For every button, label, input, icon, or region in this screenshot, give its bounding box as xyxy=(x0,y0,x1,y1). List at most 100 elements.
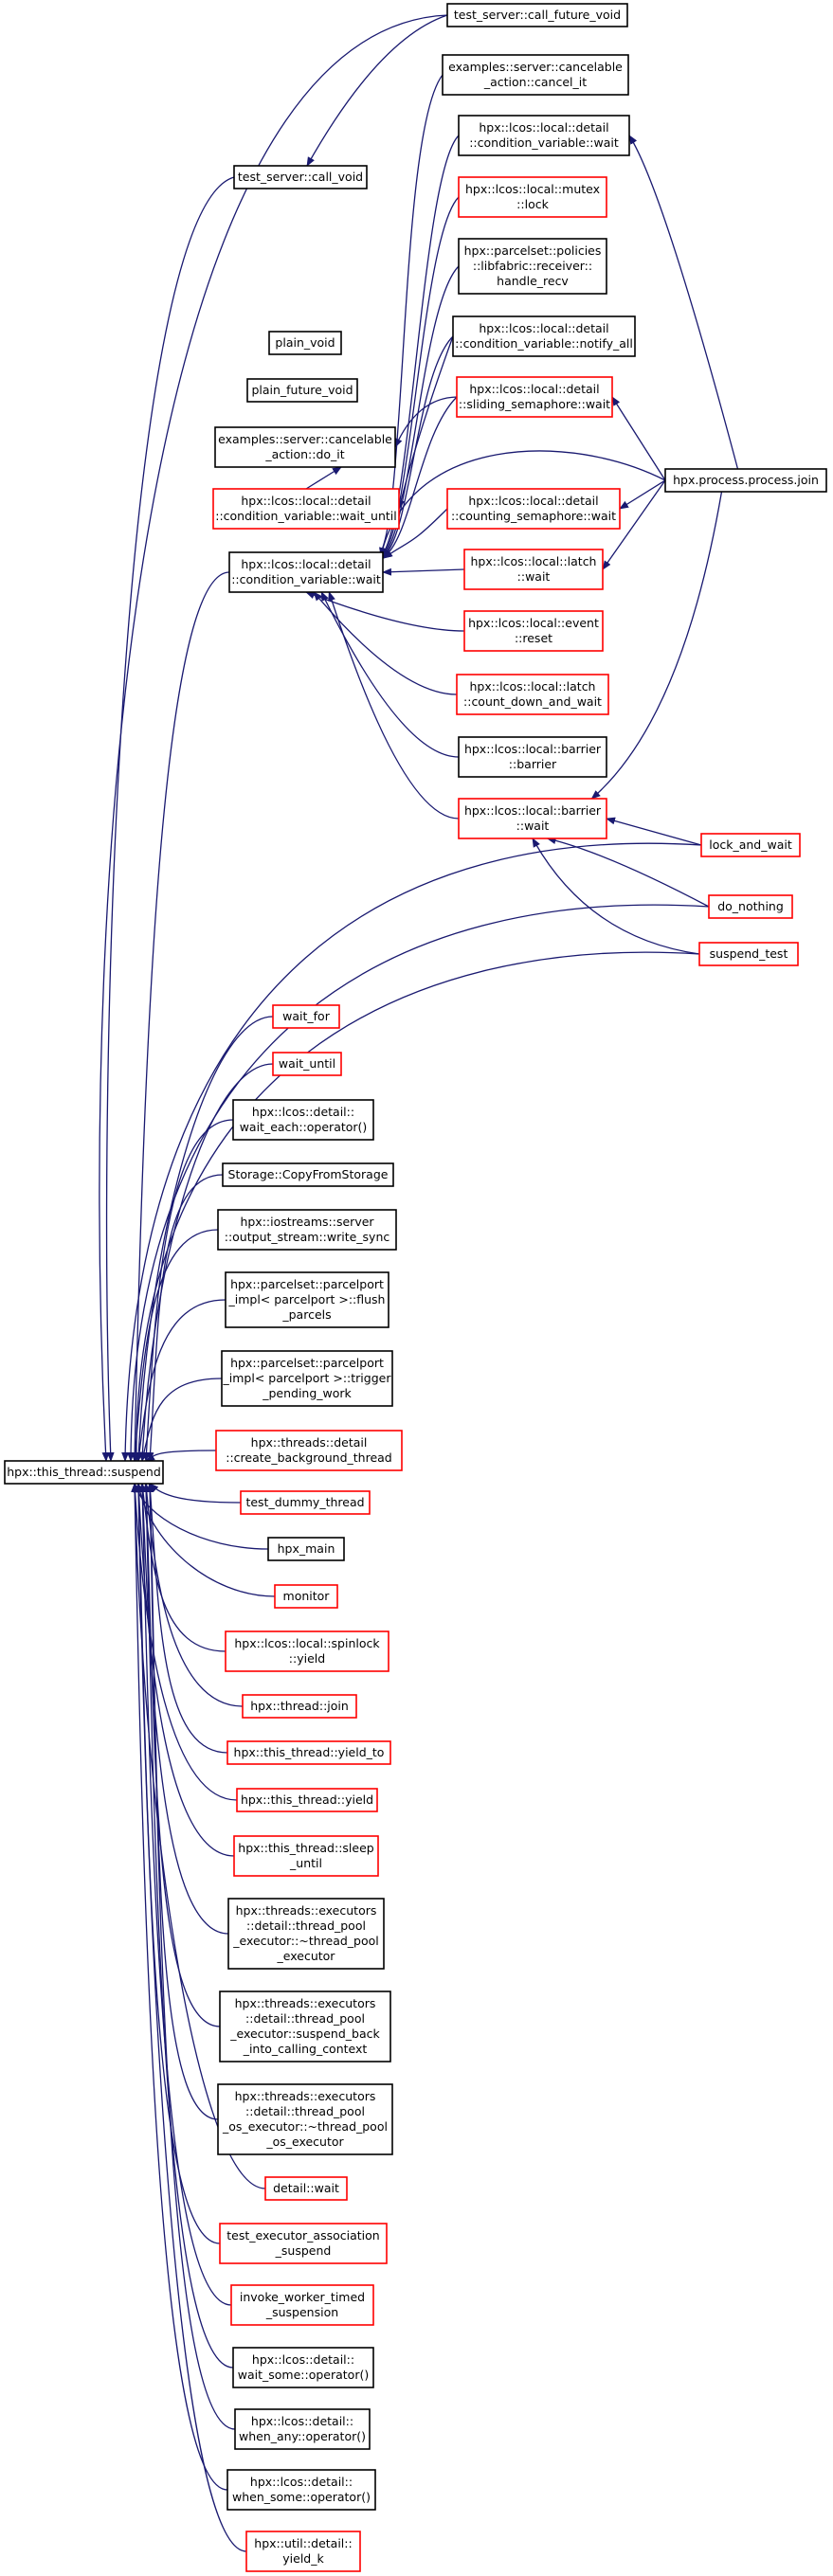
node-process-join[interactable]: hpx.process.process.join xyxy=(664,468,827,493)
node-spinlock-yield[interactable]: hpx::lcos::local::spinlock::yield xyxy=(225,1630,389,1672)
node-trigger-pending-work[interactable]: hpx::parcelset::parcelport_impl< parcelp… xyxy=(221,1350,393,1407)
node-monitor[interactable]: monitor xyxy=(274,1584,338,1609)
node-yield-k[interactable]: hpx::util::detail::yield_k xyxy=(245,2531,361,2572)
edge-trigger_pending_work-to-suspend xyxy=(140,1378,223,1462)
node-write-sync[interactable]: hpx::iostreams::server::output_stream::w… xyxy=(217,1209,397,1251)
node-yield[interactable]: hpx::this_thread::yield xyxy=(236,1788,378,1812)
node-call-void[interactable]: test_server::call_void xyxy=(233,165,368,189)
node-thread-join[interactable]: hpx::thread::join xyxy=(242,1694,357,1719)
node-label-line: wait_each::operator() xyxy=(240,1120,368,1134)
node-label-line: ::detail::thread_pool xyxy=(246,1918,366,1933)
node-yield-to[interactable]: hpx::this_thread::yield_to xyxy=(226,1740,391,1765)
edge-lock_and_wait-to-suspend xyxy=(121,842,702,1462)
node-barrier-wait[interactable]: hpx::lcos::local::barrier::wait xyxy=(458,798,607,839)
node-sleep-until[interactable]: hpx::this_thread::sleep_until xyxy=(233,1835,379,1877)
node-test-dummy-thread[interactable]: test_dummy_thread xyxy=(240,1490,371,1515)
node-label-line: wait_for xyxy=(282,1009,331,1023)
node-plain-future-void[interactable]: plain_future_void xyxy=(246,378,358,403)
node-cancel-it[interactable]: examples::server::cancelable_action::can… xyxy=(442,54,629,96)
node-sliding-semaphore-wait[interactable]: hpx::lcos::local::detail::sliding_semaph… xyxy=(456,376,613,418)
edge-handle_recv-to-cv-wait xyxy=(380,265,460,559)
node-tp-executor-dtor[interactable]: hpx::threads::executors::detail::thread_… xyxy=(227,1898,385,1970)
node-barrier-barrier[interactable]: hpx::lcos::local::barrier::barrier xyxy=(458,736,607,778)
edge-wait_each-to-suspend xyxy=(142,1119,234,1462)
node-box xyxy=(456,674,609,715)
node-copy-from-storage[interactable]: Storage::CopyFromStorage xyxy=(222,1162,394,1187)
node-event-reset[interactable]: hpx::lcos::local::event::reset xyxy=(463,610,604,652)
node-label-line: ::condition_variable::notify_all xyxy=(455,336,633,351)
node-label-line: _into_calling_context xyxy=(243,2042,368,2056)
node-box xyxy=(214,426,396,468)
node-box xyxy=(225,1271,389,1328)
node-lock-and-wait[interactable]: lock_and_wait xyxy=(700,833,801,857)
edge-wait-until-cv-to-do-it xyxy=(305,466,342,490)
node-label-line: when_any::operator() xyxy=(239,2429,366,2443)
node-box xyxy=(463,549,604,590)
node-when-some[interactable]: hpx::lcos::detail::when_some::operator() xyxy=(226,2469,376,2511)
node-label-line: hpx::threads::executors xyxy=(235,2089,376,2103)
node-box xyxy=(267,1537,345,1561)
node-tp-os-executor-dtor[interactable]: hpx::threads::executors::detail::thread_… xyxy=(217,2083,393,2155)
edge-count_down_and_wait-to-cv-wait xyxy=(313,591,458,695)
edge-tp_os_executor_dtor-to-suspend xyxy=(146,1483,219,2120)
node-box xyxy=(234,2408,371,2450)
node-label-line: hpx::lcos::local::detail xyxy=(469,382,599,396)
node-box xyxy=(232,2347,374,2388)
node-label-line: hpx::lcos::local::spinlock xyxy=(234,1636,380,1650)
node-count-down-and-wait[interactable]: hpx::lcos::local::latch::count_down_and_… xyxy=(456,674,609,715)
node-invoke-worker-timed[interactable]: invoke_worker_timed_suspension xyxy=(230,2284,374,2326)
node-mutex-lock[interactable]: hpx::lcos::local::mutex::lock xyxy=(458,176,607,218)
node-suspend-back[interactable]: hpx::threads::executors::detail::thread_… xyxy=(219,1991,391,2063)
node-box xyxy=(245,2531,361,2572)
node-label-line: hpx::lcos::local::detail xyxy=(241,494,371,508)
node-notify-all[interactable]: hpx::lcos::local::detail::condition_vari… xyxy=(452,315,636,357)
nodes: hpx::this_thread::suspend test_server::ca… xyxy=(4,3,827,2572)
node-label-line: hpx::lcos::detail:: xyxy=(250,2475,353,2489)
edge-copy_from_storage-to-suspend xyxy=(146,1174,224,1462)
node-box xyxy=(458,736,607,778)
node-cv-wait-main[interactable]: hpx::lcos::local::detail::condition_vari… xyxy=(228,551,384,593)
node-cv-detail-wait-top[interactable]: hpx::lcos::local::detail::condition_vari… xyxy=(458,115,630,156)
node-wait-until[interactable]: wait_until xyxy=(272,1052,342,1076)
node-create-background-thread[interactable]: hpx::threads::detail::create_background_… xyxy=(215,1430,403,1471)
node-label-line: ::lock xyxy=(516,197,549,211)
edge-cancel-it-to-cv-wait xyxy=(376,74,444,559)
node-handle-recv[interactable]: hpx::parcelset::policies::libfabric::rec… xyxy=(458,238,607,295)
node-label-line: hpx::parcelset::parcelport xyxy=(230,1356,384,1370)
node-suspend[interactable]: hpx::this_thread::suspend xyxy=(4,1460,164,1485)
node-do-nothing[interactable]: do_nothing xyxy=(708,894,793,919)
node-call-future-void[interactable]: test_server::call_future_void xyxy=(446,3,628,27)
edge-invoke_worker_timed-to-suspend xyxy=(138,1483,232,2306)
node-suspend-test[interactable]: suspend_test xyxy=(698,942,799,966)
node-label-line: test_executor_association xyxy=(226,2228,379,2243)
node-wait-each[interactable]: hpx::lcos::detail::wait_each::operator() xyxy=(232,1099,374,1141)
node-wait-some[interactable]: hpx::lcos::detail::wait_some::operator() xyxy=(232,2347,374,2388)
node-counting-semaphore-wait[interactable]: hpx::lcos::local::detail::counting_semap… xyxy=(446,488,621,530)
node-label-line: suspend_test xyxy=(710,946,788,961)
node-label-line: hpx::lcos::detail:: xyxy=(252,1105,354,1119)
node-hpx-main[interactable]: hpx_main xyxy=(267,1537,345,1561)
node-box xyxy=(233,1835,379,1877)
node-do-it[interactable]: examples::server::cancelable_action::do_… xyxy=(214,426,396,468)
node-latch-wait[interactable]: hpx::lcos::local::latch::wait xyxy=(463,549,604,590)
node-label-line: _os_executor xyxy=(265,2135,344,2149)
node-flush-parcels[interactable]: hpx::parcelset::parcelport_impl< parcelp… xyxy=(225,1271,389,1328)
node-box xyxy=(215,1430,403,1471)
node-detail-wait[interactable]: detail::wait xyxy=(264,2176,348,2201)
node-plain-void[interactable]: plain_void xyxy=(268,331,342,355)
node-wait-for[interactable]: wait_for xyxy=(272,1004,340,1029)
node-label-line: ::create_background_thread xyxy=(226,1450,392,1465)
node-when-any[interactable]: hpx::lcos::detail::when_any::operator() xyxy=(234,2408,371,2450)
edge-barrier_wait-to-cv-wait xyxy=(328,591,460,820)
edge-latch-wait-to-cv-wait xyxy=(382,567,465,576)
node-label-line: Storage::CopyFromStorage xyxy=(228,1167,389,1181)
edge-cv_detail_wait_top-to-cv-wait xyxy=(378,135,460,559)
node-wait-until-cv[interactable]: hpx::lcos::local::detail::condition_vari… xyxy=(212,488,400,530)
node-label-line: detail::wait xyxy=(273,2181,339,2195)
node-box xyxy=(233,165,368,189)
node-label-line: hpx::lcos::local::detail xyxy=(479,321,608,335)
node-label-line: examples::server::cancelable xyxy=(448,60,623,74)
node-test-executor-association[interactable]: test_executor_association_suspend xyxy=(219,2223,388,2264)
node-label-line: _action::cancel_it xyxy=(483,75,587,89)
node-box xyxy=(212,488,400,530)
